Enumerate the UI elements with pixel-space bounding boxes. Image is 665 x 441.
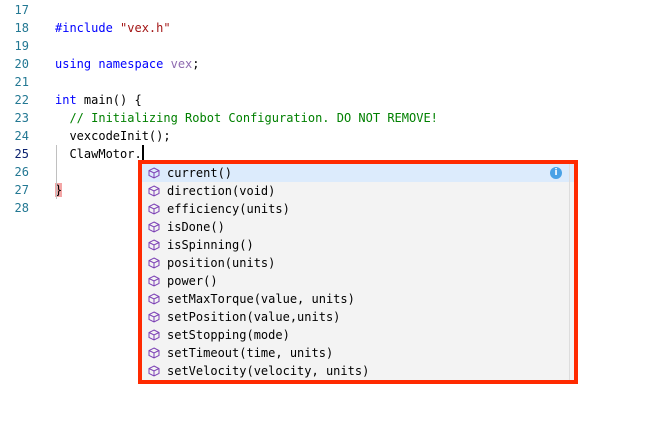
method-cube-icon	[148, 311, 160, 323]
method-cube-icon	[148, 365, 160, 377]
suggestion-item[interactable]: direction(void)	[142, 182, 574, 200]
suggestion-label: isSpinning()	[167, 238, 254, 252]
line-number: 26	[14, 165, 29, 179]
suggestion-label: current()	[167, 166, 233, 180]
method-cube-icon	[148, 167, 160, 179]
code-token: ;	[192, 57, 200, 71]
method-cube-icon	[148, 203, 160, 215]
info-icon[interactable]: i	[550, 167, 562, 179]
code-text[interactable]: using namespace vex;	[55, 55, 200, 73]
method-cube-icon	[148, 329, 160, 341]
code-token: main() {	[76, 93, 142, 107]
suggestion-label: efficiency(units)	[167, 202, 290, 216]
line-number: 23	[14, 111, 29, 125]
suggestion-item[interactable]: isDone()	[142, 218, 574, 236]
code-token: #include	[55, 21, 121, 35]
code-text[interactable]: // Initializing Robot Configuration. DO …	[55, 109, 438, 127]
code-token: vexcodeInit();	[55, 129, 171, 143]
method-cube-icon	[148, 239, 160, 251]
method-cube-icon	[148, 185, 160, 197]
line-number: 22	[14, 93, 29, 107]
suggestion-item[interactable]: efficiency(units)	[142, 200, 574, 218]
suggestion-item[interactable]: setStopping(mode)	[142, 326, 574, 344]
line-number: 28	[14, 201, 29, 215]
code-text[interactable]: int main() {	[55, 91, 142, 109]
line-number: 20	[14, 57, 29, 71]
suggestion-item[interactable]: setPosition(value,units)	[142, 308, 574, 326]
suggestion-item[interactable]: setMaxTorque(value, units)	[142, 290, 574, 308]
suggestion-label: setTimeout(time, units)	[167, 346, 334, 360]
suggestion-label: isDone()	[167, 220, 225, 234]
suggestion-label: position(units)	[167, 256, 276, 270]
code-text[interactable]: vexcodeInit();	[55, 127, 171, 145]
autocomplete-popup[interactable]: current() i direction(void) efficiency(unit…	[138, 160, 578, 384]
suggestion-label: setVelocity(velocity, units)	[167, 364, 370, 378]
suggestion-item[interactable]: setTimeout(time, units)	[142, 344, 574, 362]
code-token: }	[55, 183, 63, 197]
scrollbar[interactable]	[569, 164, 574, 380]
suggestion-label: setMaxTorque(value, units)	[167, 292, 355, 306]
suggestion-label: direction(void)	[167, 184, 276, 198]
code-text[interactable]: #include "vex.h"	[55, 19, 171, 37]
code-token: int	[55, 93, 77, 107]
line-number: 17	[14, 3, 29, 17]
method-cube-icon	[148, 221, 160, 233]
suggestion-label: power()	[167, 274, 218, 288]
method-cube-icon	[148, 257, 160, 269]
line-number: 25	[14, 147, 29, 161]
suggestion-item[interactable]: power()	[142, 272, 574, 290]
suggestion-label: setStopping(mode)	[167, 328, 290, 342]
code-token: vex	[170, 57, 193, 71]
suggestion-item[interactable]: current() i	[142, 164, 574, 182]
suggestion-item[interactable]: position(units)	[142, 254, 574, 272]
method-cube-icon	[148, 347, 160, 359]
code-text[interactable]: ClawMotor.	[55, 145, 144, 163]
code-token: "vex.h"	[120, 21, 171, 35]
text-cursor	[141, 145, 144, 161]
suggestion-item[interactable]: isSpinning()	[142, 236, 574, 254]
code-text[interactable]: }	[55, 181, 63, 199]
line-number: 21	[14, 75, 29, 89]
suggestion-label: setPosition(value,units)	[167, 310, 341, 324]
code-token: using namespace	[55, 57, 171, 71]
line-number: 24	[14, 129, 29, 143]
code-token: ClawMotor.	[55, 147, 142, 161]
method-cube-icon	[148, 293, 160, 305]
suggestion-item[interactable]: setVelocity(velocity, units)	[142, 362, 574, 380]
method-cube-icon	[148, 275, 160, 287]
line-number: 18	[14, 21, 29, 35]
indent-guide	[56, 145, 57, 199]
code-token: // Initializing Robot Configuration. DO …	[55, 111, 438, 125]
line-number: 27	[14, 183, 29, 197]
line-number: 19	[14, 39, 29, 53]
